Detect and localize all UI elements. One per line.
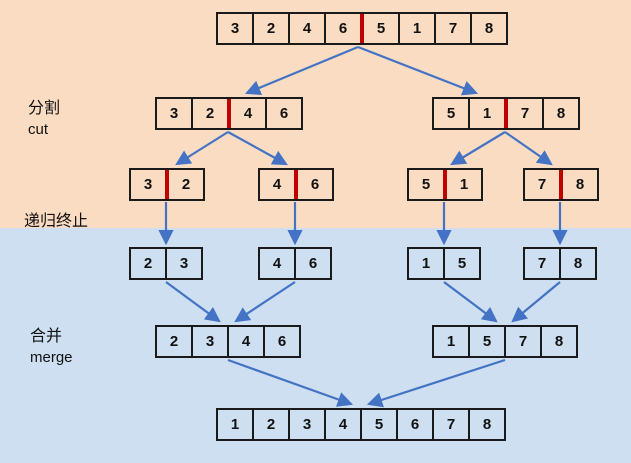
merge-label-zh: 合并 [30,328,63,345]
array-cell: 8 [542,99,578,128]
array-cell: 5 [360,410,396,439]
array-cell: 5 [443,249,479,278]
array-cell: 2 [169,333,179,350]
array-cell: 5 [421,176,431,193]
array-cell: 3 [230,20,240,37]
array-cell: 1 [446,333,456,350]
array-cell: 1 [398,14,434,43]
array-cell: 1 [468,99,504,128]
cut-label-zh: 分割 [28,100,61,117]
array-cell: 5 [468,327,504,356]
cut-phase-label: 分割 cut [28,98,60,140]
recursion-end-label: 递归终止 [24,213,89,230]
array-cell: 8 [540,327,576,356]
array-cell: 6 [263,327,299,356]
array-cell: 1 [443,170,481,199]
array-cell: 7 [432,410,468,439]
array-cell: 8 [468,410,504,439]
merge-phase-label: 合并 merge [30,326,73,368]
array-cell: 5 [446,105,456,122]
array-cell: 1 [421,255,431,272]
array-cell: 4 [288,14,324,43]
array-cell: 6 [265,99,301,128]
array-cell: 7 [504,327,540,356]
array-cell: 6 [294,170,332,199]
array-cell: 3 [165,249,201,278]
array-cell: 8 [559,249,595,278]
cut-phase-background [0,0,631,228]
array-cell: 3 [143,176,153,193]
array-cell: 4 [272,176,282,193]
array-cell: 4 [227,327,263,356]
merge-phase-background [0,228,631,463]
cut-label-en: cut [28,121,49,138]
array-cell: 2 [191,99,227,128]
array-cell: 4 [324,410,360,439]
array-cell: 6 [294,249,330,278]
array-cell: 8 [559,170,597,199]
array-cell: 2 [165,170,203,199]
array-cell: 2 [252,14,288,43]
array-cell: 2 [252,410,288,439]
array-cell: 6 [324,14,360,43]
array-cell: 6 [396,410,432,439]
array-cell: 3 [191,327,227,356]
array-cell: 3 [169,105,179,122]
array-cell: 2 [143,255,153,272]
array-cell: 7 [537,176,547,193]
array-cell: 7 [434,14,470,43]
array-cell: 7 [537,255,547,272]
array-cell: 7 [504,99,542,128]
array-cell: 3 [288,410,324,439]
array-cell: 4 [227,99,265,128]
array-cell: 1 [230,416,240,433]
array-cell: 5 [360,14,398,43]
array-cell: 4 [272,255,282,272]
merge-label-en: merge [30,349,73,366]
array-cell: 8 [470,14,506,43]
